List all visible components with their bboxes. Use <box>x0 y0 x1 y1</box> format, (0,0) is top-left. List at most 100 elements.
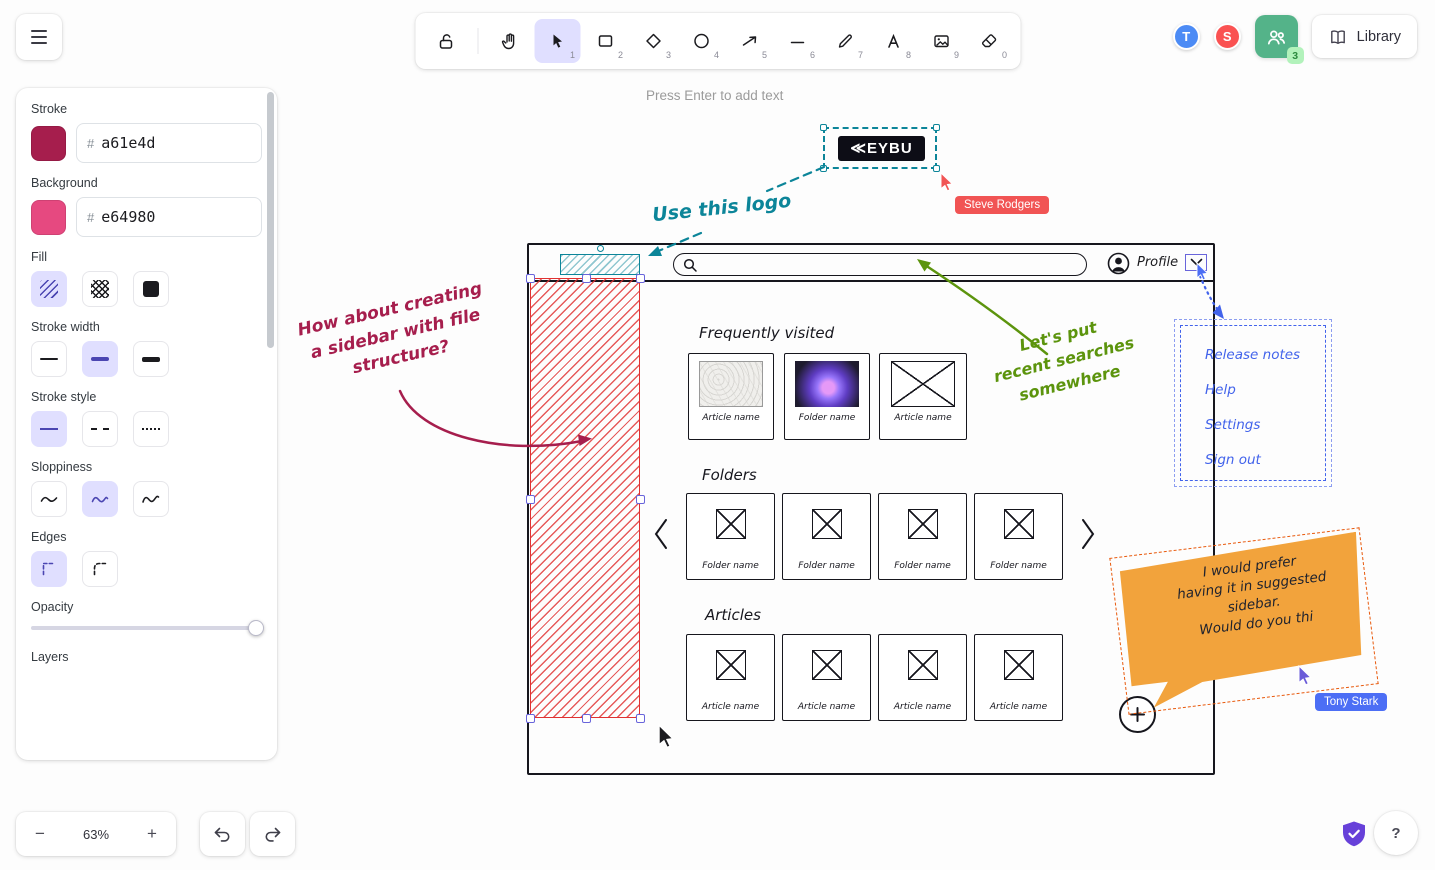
image-placeholder-icon <box>907 509 938 539</box>
selection-handle[interactable] <box>525 273 535 283</box>
folder-card[interactable]: Folder name <box>878 493 967 580</box>
zoom-out-button[interactable]: − <box>35 824 45 843</box>
opacity-slider[interactable] <box>31 620 264 636</box>
stroke-hex-input[interactable] <box>101 134 251 152</box>
stroke-width-bold-button[interactable] <box>82 341 118 377</box>
sticky-note[interactable]: I would prefer having it in suggested si… <box>1114 532 1374 711</box>
section-label-articles[interactable]: Articles <box>705 606 761 624</box>
sticky-note-selection[interactable]: I would prefer having it in suggested si… <box>1109 527 1379 715</box>
wireframe-search-bar[interactable] <box>673 253 1087 276</box>
tool-eraser[interactable]: 0 <box>966 19 1012 63</box>
sloppiness-artist-button[interactable] <box>82 481 118 517</box>
fill-crosshatch-button[interactable] <box>82 271 118 307</box>
stroke-width-label: Stroke width <box>31 320 100 334</box>
menu-item-release-notes[interactable]: Release notes <box>1205 346 1301 363</box>
tool-ellipse[interactable]: 4 <box>678 19 724 63</box>
selection-handle[interactable] <box>820 124 827 131</box>
selection-handle[interactable] <box>635 713 645 723</box>
tool-draw[interactable]: 7 <box>822 19 868 63</box>
logo-shape-selection[interactable]: ≪EYBU <box>820 124 940 172</box>
selection-handle[interactable] <box>933 124 940 131</box>
tool-arrow[interactable]: 5 <box>726 19 772 63</box>
edges-round-button[interactable] <box>82 551 118 587</box>
folder-card[interactable]: Folder name <box>686 493 775 580</box>
stroke-hex-box[interactable]: # <box>76 123 262 163</box>
avatar-s[interactable]: S <box>1213 23 1241 50</box>
tool-selection[interactable]: 1 <box>534 19 580 63</box>
section-label-frequently-visited[interactable]: Frequently visited <box>699 324 835 342</box>
freq-card[interactable]: Article name <box>879 353 967 440</box>
menu-item-sign-out[interactable]: Sign out <box>1205 451 1261 468</box>
folder-card[interactable]: Folder name <box>782 493 871 580</box>
dotted-line-icon <box>142 428 160 430</box>
profile-dropdown-chevron[interactable] <box>1185 254 1207 271</box>
stroke-width-extrabold-button[interactable] <box>133 341 169 377</box>
background-section: Background # <box>31 176 262 237</box>
encryption-shield-icon[interactable] <box>1341 820 1367 848</box>
tool-line[interactable]: 6 <box>774 19 820 63</box>
article-card[interactable]: Article name <box>878 634 967 721</box>
selection-handle[interactable] <box>933 165 940 172</box>
sidebar-suggestion-note[interactable]: How about creating a sidebar with file s… <box>282 274 508 394</box>
selection-handle[interactable] <box>635 273 645 283</box>
selection-handle[interactable] <box>525 713 535 723</box>
background-hex-input[interactable] <box>101 208 251 226</box>
tool-lock[interactable] <box>423 19 469 63</box>
menu-item-help[interactable]: Help <box>1205 381 1236 398</box>
live-collaboration-button[interactable]: 3 <box>1254 15 1304 64</box>
carousel-right-icon[interactable] <box>1081 518 1096 550</box>
library-button[interactable]: Library <box>1311 15 1417 58</box>
background-hex-box[interactable]: # <box>76 197 262 237</box>
stroke-style-solid-button[interactable] <box>31 411 67 447</box>
edges-sharp-button[interactable] <box>31 551 67 587</box>
article-card[interactable]: Article name <box>974 634 1063 721</box>
zoom-in-button[interactable]: + <box>147 824 157 843</box>
stroke-width-thin-button[interactable] <box>31 341 67 377</box>
stroke-color-swatch[interactable] <box>31 125 66 161</box>
use-logo-note[interactable]: Use this logo <box>651 189 793 227</box>
wireframe-window[interactable]: Profile Frequently visited Article name … <box>527 243 1215 775</box>
article-card[interactable]: Article name <box>686 634 775 721</box>
opacity-slider-thumb[interactable] <box>248 620 264 636</box>
tool-image[interactable]: 9 <box>918 19 964 63</box>
selection-handle[interactable] <box>820 165 827 172</box>
freq-card[interactable]: Folder name <box>784 353 870 440</box>
background-color-swatch[interactable] <box>31 199 66 235</box>
zoom-level[interactable]: 63% <box>82 826 110 842</box>
menu-item-settings[interactable]: Settings <box>1205 416 1261 433</box>
stroke-style-dotted-button[interactable] <box>133 411 169 447</box>
sloppiness-cartoonist-button[interactable] <box>133 481 169 517</box>
dropdown-menu-shape[interactable]: Release notes Help Settings Sign out <box>1180 325 1326 481</box>
freq-card[interactable]: Article name <box>688 353 774 440</box>
main-menu-button[interactable] <box>16 14 62 60</box>
tool-text[interactable]: 8 <box>870 19 916 63</box>
carousel-left-icon[interactable] <box>653 518 668 550</box>
redo-button[interactable] <box>250 812 295 856</box>
folder-card[interactable]: Folder name <box>974 493 1063 580</box>
panel-scrollbar[interactable] <box>267 92 274 348</box>
tool-diamond[interactable]: 3 <box>630 19 676 63</box>
keybu-logo[interactable]: ≪EYBU <box>838 136 925 161</box>
selection-handle[interactable] <box>581 273 591 283</box>
toolbar-divider <box>477 28 478 54</box>
avatar-t[interactable]: T <box>1172 23 1200 50</box>
rotation-handle[interactable] <box>597 245 604 252</box>
tool-rectangle[interactable]: 2 <box>582 19 628 63</box>
undo-button[interactable] <box>200 812 245 856</box>
article-card[interactable]: Article name <box>782 634 871 721</box>
add-button[interactable] <box>1119 696 1156 733</box>
stroke-style-dashed-button[interactable] <box>82 411 118 447</box>
fill-hachure-button[interactable] <box>31 271 67 307</box>
sidebar-rectangle-shape[interactable] <box>525 273 645 723</box>
wireframe-logo-placeholder[interactable] <box>560 245 640 275</box>
selection-handle[interactable] <box>635 494 645 504</box>
tool-hand[interactable] <box>486 19 532 63</box>
fill-solid-button[interactable] <box>133 271 169 307</box>
sloppiness-architect-button[interactable] <box>31 481 67 517</box>
selection-handle[interactable] <box>581 713 591 723</box>
help-button[interactable]: ? <box>1374 811 1418 855</box>
section-label-folders[interactable]: Folders <box>702 466 757 484</box>
selection-handle[interactable] <box>525 494 535 504</box>
profile-avatar-icon[interactable] <box>1107 252 1130 275</box>
